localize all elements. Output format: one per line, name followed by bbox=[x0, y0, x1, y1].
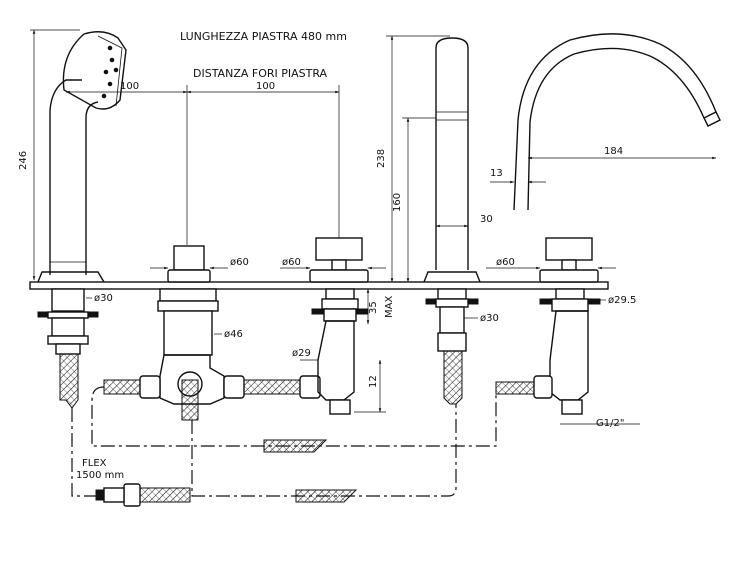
shower-holder-fitting: ø30 bbox=[37, 288, 113, 409]
d30-spout-label: 30 bbox=[480, 214, 493, 225]
h-160-label: 160 bbox=[392, 193, 403, 212]
d13-label: 13 bbox=[490, 168, 503, 179]
plate-holes-label: DISTANZA FORI PIASTRA bbox=[193, 67, 328, 80]
d30-shower-label: ø30 bbox=[94, 293, 113, 304]
flex-length-label: 1500 mm bbox=[76, 470, 124, 481]
d30-spout-base-label: ø30 bbox=[480, 313, 499, 324]
d184-label: 184 bbox=[604, 146, 623, 157]
deck-plate bbox=[29, 281, 609, 290]
h-shower-label: 246 bbox=[18, 151, 29, 170]
h-spout-label: 238 bbox=[376, 149, 387, 168]
d29-5-label: ø29.5 bbox=[608, 295, 636, 306]
d46-label: ø46 bbox=[224, 329, 243, 340]
dist-left-label: 100 bbox=[120, 81, 139, 92]
spout: 238 160 30 ø30 bbox=[376, 35, 499, 405]
flex-hose: FLEX 1500 mm bbox=[76, 458, 191, 507]
hand-shower: 246 bbox=[18, 29, 127, 283]
dist-right-label: 100 bbox=[256, 81, 275, 92]
d60-c-label: ø60 bbox=[496, 257, 515, 268]
hole-distance-dimension: 100 100 bbox=[65, 81, 340, 245]
flex-label: FLEX bbox=[82, 458, 107, 469]
mixer-valve-right: ø60 ø29.5 G1/2" bbox=[486, 237, 640, 429]
plate-length-label: LUNGHEZZA PIASTRA 480 mm bbox=[180, 30, 347, 43]
max-word-label: MAX bbox=[384, 296, 395, 318]
d29-label: ø29 bbox=[292, 348, 311, 359]
d60-b-label: ø60 bbox=[282, 257, 301, 268]
diverter-valve: ø60 ø46 bbox=[103, 245, 321, 421]
d60-a-label: ø60 bbox=[230, 257, 249, 268]
max35-label: 35 bbox=[368, 301, 379, 314]
mixer-valve-middle: ø60 35 MAX 12 ø29 bbox=[280, 237, 395, 415]
g12-label: G1/2" bbox=[596, 418, 624, 429]
spout-side-view: 184 13 bbox=[490, 33, 721, 211]
d12-label: 12 bbox=[368, 375, 379, 388]
piping-lines bbox=[71, 386, 497, 503]
